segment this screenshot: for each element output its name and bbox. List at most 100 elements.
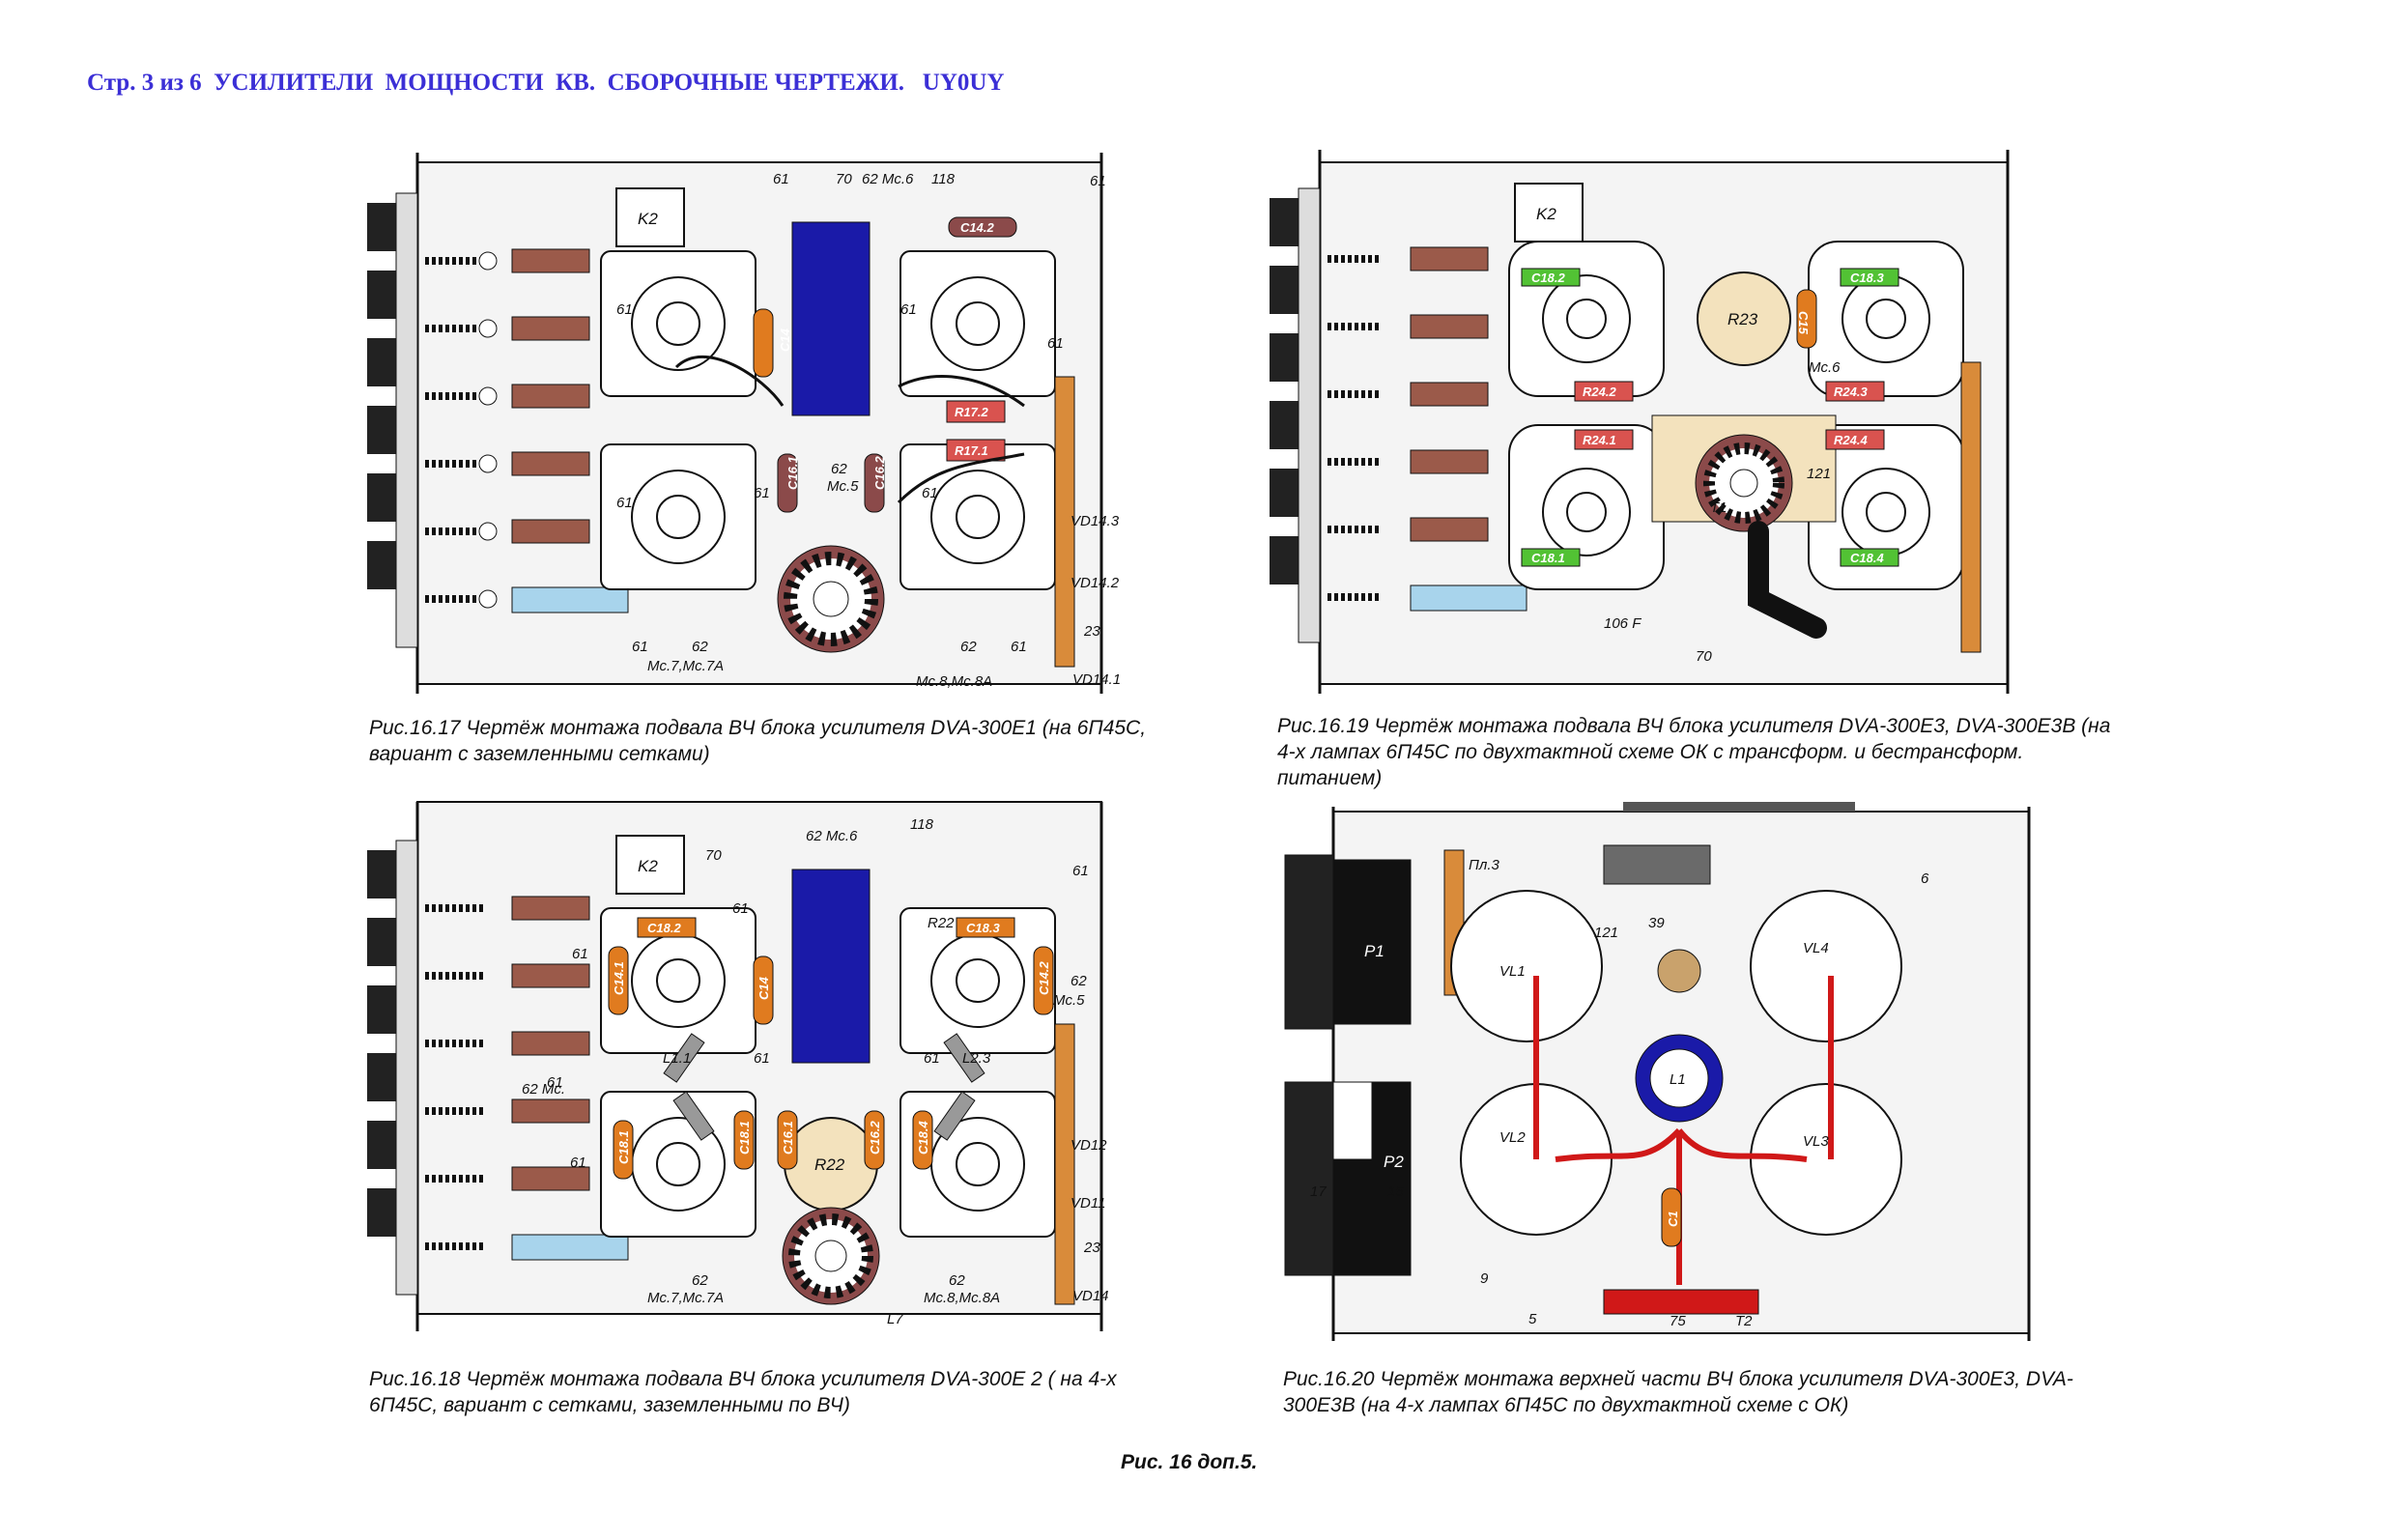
fig3-r22top: R22 — [928, 915, 955, 931]
fig3-n61b: 61 — [1072, 863, 1089, 879]
fig3-vd12: VD12 — [1071, 1137, 1107, 1154]
fig3-n61g: 61 — [570, 1155, 586, 1171]
fig4-n75: 75 — [1670, 1313, 1686, 1329]
fig4-n5: 5 — [1528, 1311, 1537, 1327]
fig1-k2-label: K2 — [638, 210, 658, 228]
fig1-n118: 118 — [931, 171, 956, 187]
fig1-n62mc5: 62 — [831, 461, 847, 477]
fig3-n23: 23 — [1083, 1240, 1100, 1256]
fig1-mc8: Mc.8,Mc.8A — [916, 673, 992, 690]
fig2-ground-strap — [1410, 585, 1527, 612]
fig1-capacitor-c16-2 — [864, 453, 885, 513]
fig2-relay-k2 — [1514, 183, 1584, 242]
fig1-spring-terminals — [425, 251, 498, 609]
fig4-l1: L1 — [1670, 1071, 1686, 1088]
fig1-n70: 70 — [836, 171, 852, 187]
fig2-caption: Рис.16.19 Чертёж монтажа подвала ВЧ блок… — [1277, 715, 2111, 789]
fig3-spring-terminals — [425, 904, 483, 1250]
fig3-n61a: 61 — [732, 900, 749, 917]
fig1-n61c: 61 — [616, 301, 633, 318]
fig1-ground-strap — [511, 586, 629, 613]
fig3-mc8: Mc.8,Mc.8A — [924, 1290, 1000, 1306]
fig1-pcb-strip — [1054, 376, 1075, 668]
fig1-caption: Рис.16.17 Чертёж монтажа подвала ВЧ блок… — [369, 717, 1147, 765]
page-title: Стр. 3 из 6 УСИЛИТЕЛИ МОЩНОСТИ КВ. СБОРО… — [87, 70, 1005, 96]
fig3-rf-connectors — [367, 840, 418, 1296]
fig4-c1-label: C1 — [1666, 1211, 1680, 1227]
fig3-pcb-strip — [1054, 1023, 1075, 1305]
fig2-r24-4-label: R24.4 — [1834, 433, 1868, 447]
fig1-vd14-3: VD14.3 — [1071, 513, 1120, 529]
fig1-capacitor-c14-2 — [948, 216, 1017, 238]
fig3-c14-label: C14 — [757, 976, 771, 1000]
fig4-caption: Рис.16.20 Чертёж монтажа верхней части В… — [1283, 1368, 2073, 1416]
fig2-cable-70 — [1748, 521, 1827, 639]
fig3-c18-4-label: C18.4 — [916, 1121, 930, 1155]
fig2-mc6: Mc.6 — [1809, 359, 1841, 376]
fig3-l2-3: L2.3 — [962, 1050, 991, 1067]
fig2-t1: T1 — [1710, 499, 1727, 516]
fig1-vd14-1: VD14.1 — [1072, 671, 1121, 688]
fig3-diagram: K2 R22 C18.2 C18.3 C14.1 C14 C14.2 C18.1… — [367, 801, 1109, 1331]
fig2-variable-resistor-r23 — [1697, 271, 1791, 366]
fig1-n61b: 61 — [1090, 173, 1106, 189]
fig3-toroid-l7 — [782, 1207, 880, 1305]
fig1-n62a: 62 — [692, 639, 708, 655]
fig1-c14-label: C14 — [778, 328, 792, 352]
fig4-heatsink-39 — [1603, 844, 1711, 885]
fig3-n62b: 62 — [949, 1272, 965, 1289]
fig1-n61i: 61 — [632, 639, 648, 655]
fig3-c14-1-label: C14.1 — [612, 961, 626, 995]
fig3-c18-1-label: C18.1 — [737, 1121, 752, 1155]
figure-group-caption: Рис. 16 доп.5. — [1121, 1451, 1258, 1473]
fig2-n121: 121 — [1807, 466, 1831, 482]
fig3-c18-3-label: C18.3 — [966, 921, 1000, 935]
fig2-r23-label: R23 — [1727, 310, 1758, 328]
fig4-top-rail — [1623, 802, 1855, 812]
fig2-r24-3-label: R24.3 — [1834, 385, 1868, 399]
fig3-n61c: 61 — [572, 946, 588, 962]
fig4-n6: 6 — [1921, 870, 1929, 887]
fig3-n61e: 61 — [754, 1050, 770, 1067]
fig3-n62a: 62 — [692, 1272, 708, 1289]
fig3-rf-coil — [791, 869, 871, 1064]
fig3-vd14: VD14 — [1072, 1288, 1109, 1304]
fig3-n62mc6: 62 Mc.6 — [806, 828, 858, 844]
fig3-n62mc5: 62 — [1071, 973, 1087, 989]
fig4-diagram: P1 P2 C1 VL1 VL2 VL3 VL4 L1 121 Пл.3 39 … — [1284, 802, 2031, 1341]
fig2-transformer-t1 — [1695, 434, 1793, 532]
fig1-n61h: 61 — [922, 485, 938, 501]
fig2-diagram: K2 R23 C15 C18.2 C18.3 C18.1 C18.4 R24.2… — [1270, 150, 2010, 694]
fig4-vl2: VL2 — [1499, 1129, 1526, 1146]
fig1-n61f: 61 — [616, 495, 633, 511]
fig4-capacitor-c1 — [1661, 1187, 1682, 1247]
fig4-p2: P2 — [1384, 1153, 1404, 1171]
fig1-resistor-r17-1 — [946, 439, 1006, 462]
fig1-n23: 23 — [1083, 623, 1100, 640]
fig2-spring-terminals — [1327, 255, 1382, 601]
fig4-p1: P1 — [1364, 942, 1385, 960]
fig2-c18-1-label: C18.1 — [1531, 551, 1565, 565]
fig1-n62b: 62 — [960, 639, 977, 655]
fig1-capacitor-c14 — [753, 308, 774, 378]
fig4-n15: 15 — [1387, 1184, 1404, 1200]
fig4-n9: 9 — [1480, 1270, 1489, 1287]
fig1-connector-strips — [511, 248, 590, 544]
fig3-connector-strips — [511, 896, 590, 1191]
fig2-pcb-strip — [1960, 361, 1982, 653]
fig3-n118: 118 — [910, 816, 934, 833]
fig3-r22-label: R22 — [814, 1155, 845, 1174]
fig1-c16-2-label: C16.2 — [872, 456, 887, 490]
fig4-n121: 121 — [1594, 925, 1618, 941]
fig4-pot-39 — [1657, 949, 1701, 993]
fig1-n61e: 61 — [1047, 335, 1064, 352]
fig1-mc7: Mc.7,Mc.7A — [647, 658, 724, 674]
fig1-r17-1-label: R17.1 — [955, 443, 988, 458]
fig3-n70: 70 — [705, 847, 722, 864]
fig2-c18-3-label: C18.3 — [1850, 271, 1884, 285]
fig1-rf-coil — [791, 221, 871, 416]
fig3-c16-2-label: C16.2 — [868, 1121, 882, 1155]
fig2-r24-2-label: R24.2 — [1583, 385, 1616, 399]
fig3-ground-strap — [511, 1234, 629, 1261]
fig2-c15-label: C15 — [1796, 311, 1811, 335]
